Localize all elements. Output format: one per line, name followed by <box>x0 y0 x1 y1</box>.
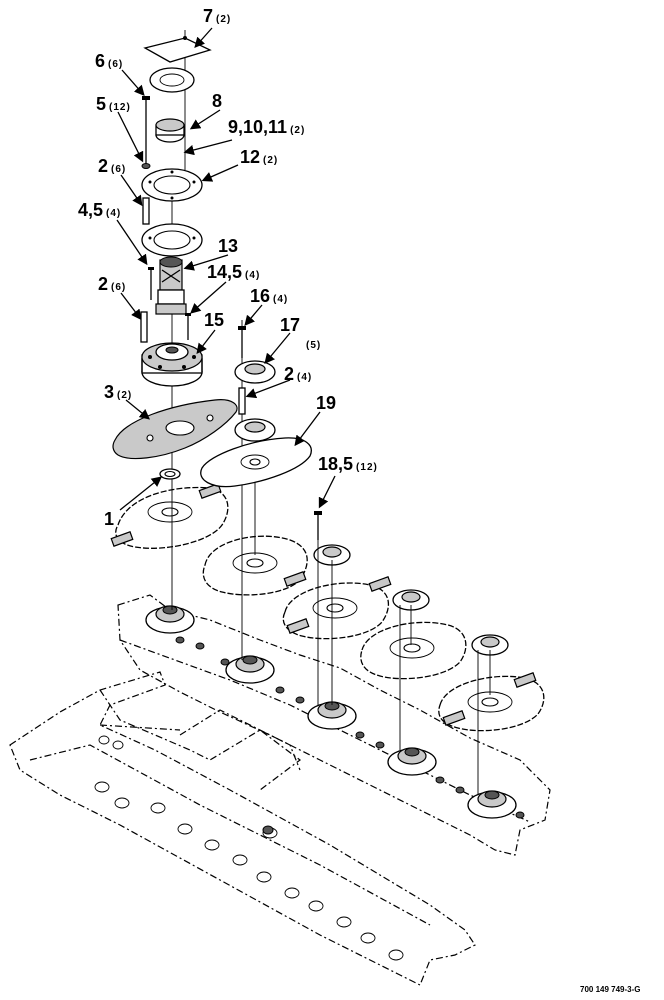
callout-17-qty: (5) <box>306 340 321 351</box>
callout-9-10-11: 9,10,11(2) <box>228 117 305 137</box>
disc-1 <box>110 483 229 549</box>
callout-2-top: 2(6) <box>98 156 126 176</box>
callout-18-5: 18,5(12) <box>318 454 378 474</box>
housing-15 <box>141 342 203 387</box>
callout-17: 17 <box>280 315 300 335</box>
callout-2-middle: 2(6) <box>98 274 126 294</box>
cap-3 <box>471 634 509 656</box>
callout-14-5: 14,5(4) <box>207 262 260 282</box>
gasket-7 <box>143 36 212 63</box>
disc-5 <box>438 672 545 732</box>
gasket-lower <box>141 223 203 257</box>
leader-lines <box>116 27 336 511</box>
bolt-6 <box>142 96 150 165</box>
bolt-14 <box>185 313 191 340</box>
callout-7: 7(2) <box>203 6 231 26</box>
hub-2 <box>225 655 275 684</box>
callout-3: 3(2) <box>104 382 132 402</box>
rail-bolts <box>175 636 525 835</box>
cutterbar-frame <box>9 594 551 986</box>
hub-5 <box>467 790 517 819</box>
spacer-2a <box>142 197 150 225</box>
washer-1 <box>159 468 181 480</box>
hub-1 <box>145 605 195 634</box>
spacer-2b <box>140 311 148 343</box>
hub-4 <box>387 747 437 776</box>
hub-3 <box>307 701 357 730</box>
callout-labels: 7(2) 6(6) 8 5(12) 9,10,11(2) 2(6) 12(2) … <box>78 6 378 529</box>
cover-plate <box>149 67 195 93</box>
washer-5 <box>141 163 151 169</box>
disc-3 <box>282 576 392 640</box>
callout-15: 15 <box>204 310 224 330</box>
callout-12: 12(2) <box>240 147 278 167</box>
disc-2 <box>202 535 308 596</box>
cup-17-lower <box>234 418 276 442</box>
callout-5: 5(12) <box>96 94 131 114</box>
bearing-8 <box>155 118 185 143</box>
callout-4-5: 4,5(4) <box>78 200 121 220</box>
gasket-12 <box>141 168 203 202</box>
cutterbar-hubs <box>145 605 517 819</box>
callout-1: 1 <box>104 509 114 529</box>
callout-13: 13 <box>218 236 238 256</box>
bolt-16 <box>238 326 246 358</box>
cutter-discs <box>110 483 545 732</box>
spacer-2c <box>238 387 246 415</box>
disc-4 <box>360 621 467 680</box>
frame-holes <box>94 735 404 961</box>
callout-6: 6(6) <box>95 51 123 71</box>
cup-17-upper <box>234 360 276 384</box>
callout-16: 16(4) <box>250 286 288 306</box>
callout-19: 19 <box>316 393 336 413</box>
shaft-13 <box>155 256 187 315</box>
figure-number: 700 149 749-3-G <box>580 985 641 994</box>
callout-2-right: 2(4) <box>284 364 312 384</box>
callout-8: 8 <box>212 91 222 111</box>
knife-3 <box>112 399 238 460</box>
bolt-18 <box>314 511 322 540</box>
bolt-4 <box>148 267 154 300</box>
plate-19 <box>200 437 312 488</box>
